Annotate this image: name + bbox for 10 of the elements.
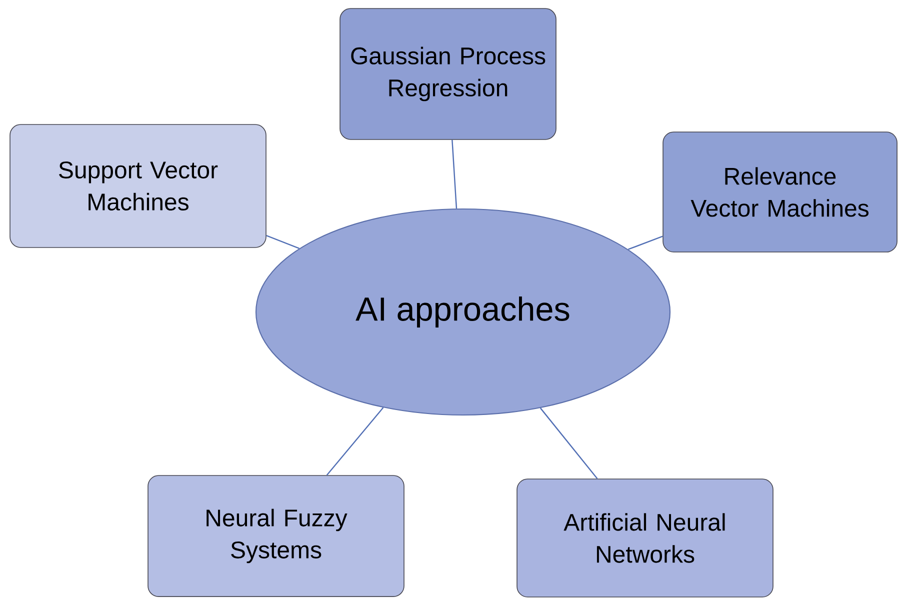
method-box: Artificial Neural Networks: [516, 478, 774, 598]
connector-line: [266, 235, 300, 249]
connector-line: [628, 236, 663, 250]
connector-line: [452, 140, 458, 209]
method-box: Support Vector Machines: [10, 124, 266, 248]
method-box: Gaussian Process Regression: [340, 8, 556, 140]
method-box: Relevance Vector Machines: [662, 132, 898, 252]
method-box: Neural Fuzzy Systems: [148, 475, 404, 597]
connector-line: [326, 407, 384, 476]
connector-line: [540, 408, 598, 479]
